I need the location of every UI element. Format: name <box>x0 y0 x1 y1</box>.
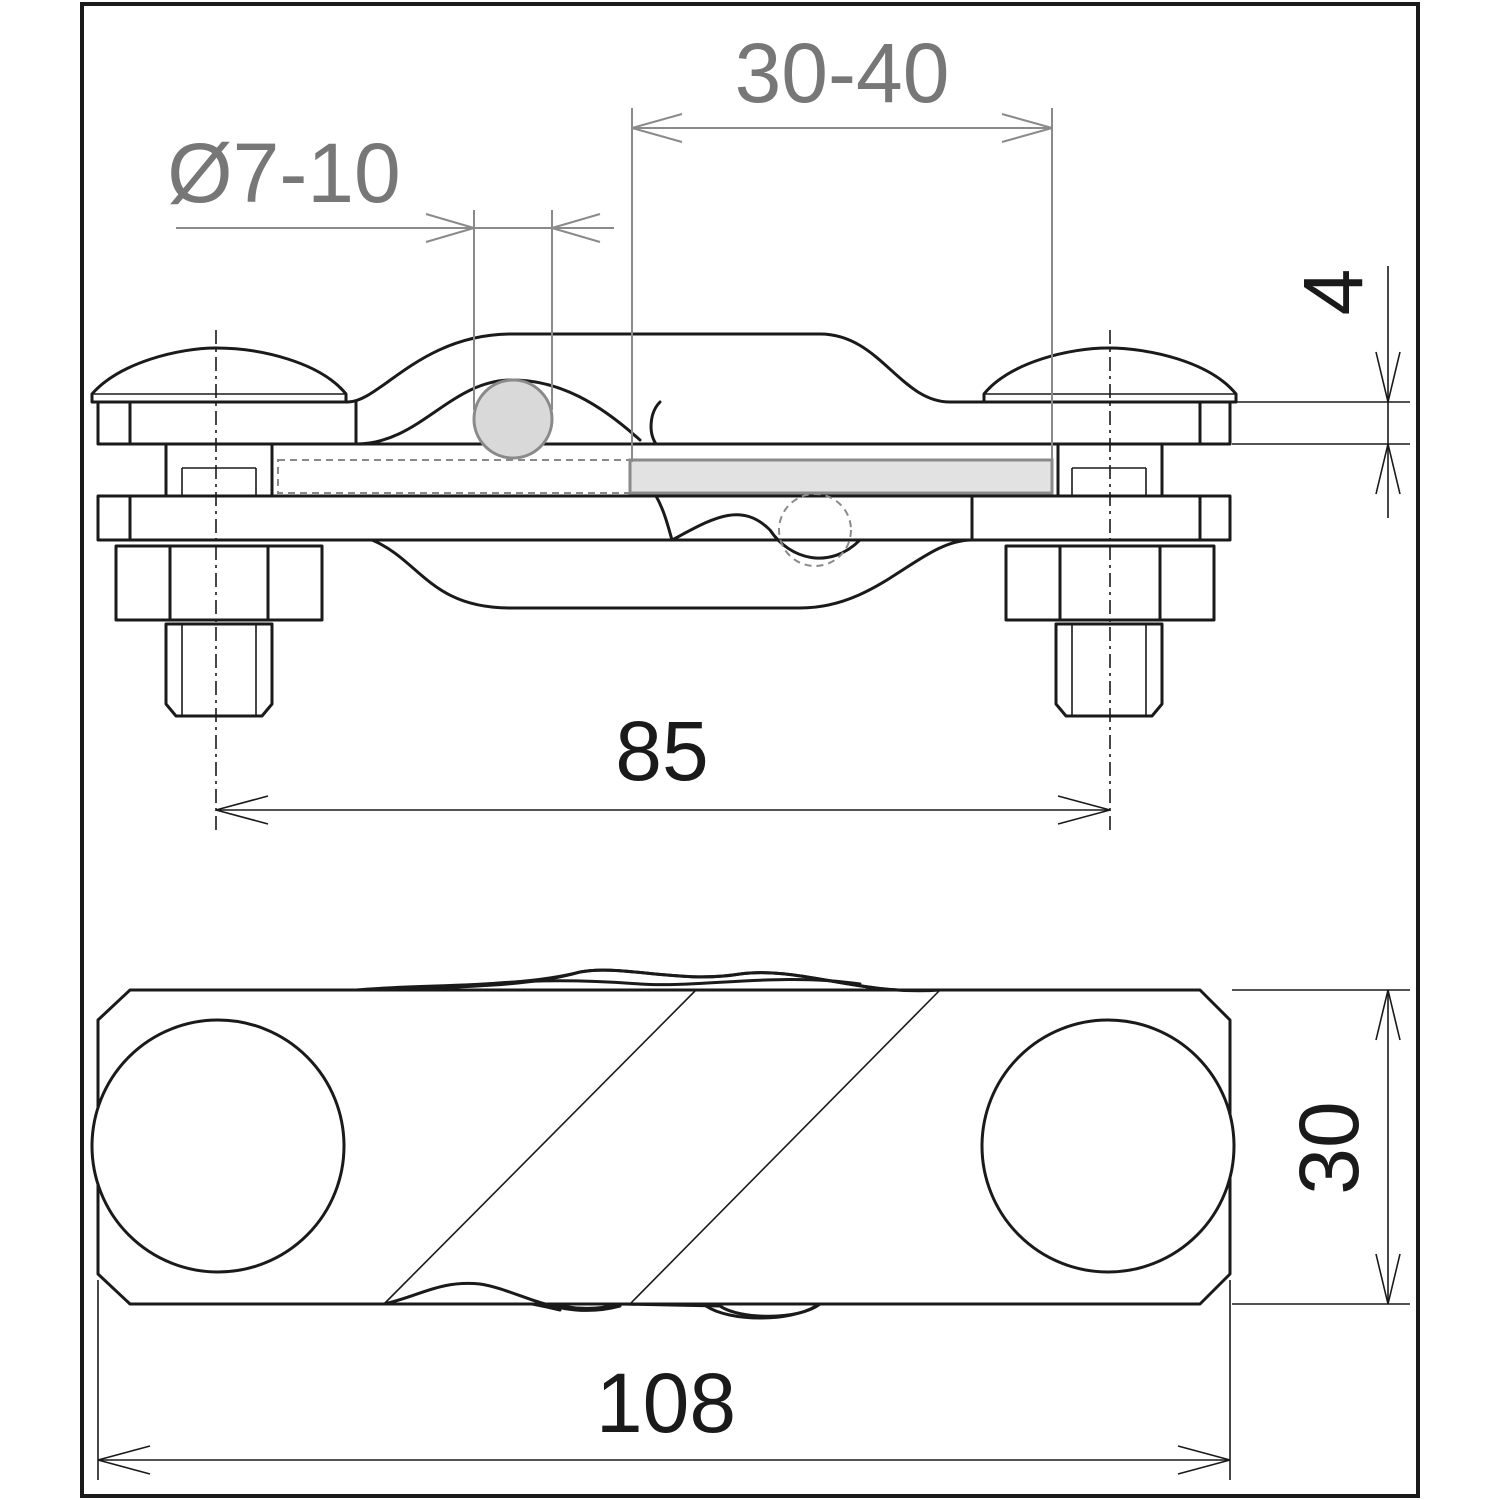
dimension-plate-length: 108 <box>97 1280 1231 1480</box>
label-strip-width: 30-40 <box>735 26 950 120</box>
label-bolt-spacing: 85 <box>615 704 708 798</box>
bolt-head-circle-left <box>90 1018 346 1274</box>
bolt-head-circle-right <box>980 1018 1236 1274</box>
round-conductor <box>472 378 554 460</box>
label-plate-width: 30 <box>1282 1101 1376 1194</box>
dimension-plate-width: 30 <box>1232 989 1410 1305</box>
top-plate <box>96 332 1232 446</box>
bolt-head-left <box>90 346 348 404</box>
round-conductor-hidden <box>778 493 852 567</box>
dimension-strip-thickness: 4 <box>1232 266 1410 518</box>
nut-left <box>114 544 324 622</box>
drawing-frame <box>80 2 1420 1498</box>
side-view <box>90 330 1238 830</box>
bottom-plate-bump <box>370 538 974 610</box>
label-plate-length: 108 <box>596 1356 736 1450</box>
bolt-end-left <box>164 622 274 718</box>
top-view <box>90 968 1236 1320</box>
dimension-conductor-diameter: Ø7-10 <box>167 126 614 410</box>
bolt-end-right <box>1054 622 1164 718</box>
label-conductor-diameter: Ø7-10 <box>167 126 400 220</box>
twist-line-left <box>383 989 697 1305</box>
label-strip-thickness: 4 <box>1286 269 1380 316</box>
dimension-strip-width: 30-40 <box>631 26 1053 462</box>
dimension-bolt-spacing: 85 <box>215 704 1111 825</box>
strip-hidden <box>277 459 631 494</box>
bolt-head-right <box>982 346 1238 404</box>
strip-conductor <box>628 458 1054 495</box>
twist-line-right <box>629 989 941 1305</box>
